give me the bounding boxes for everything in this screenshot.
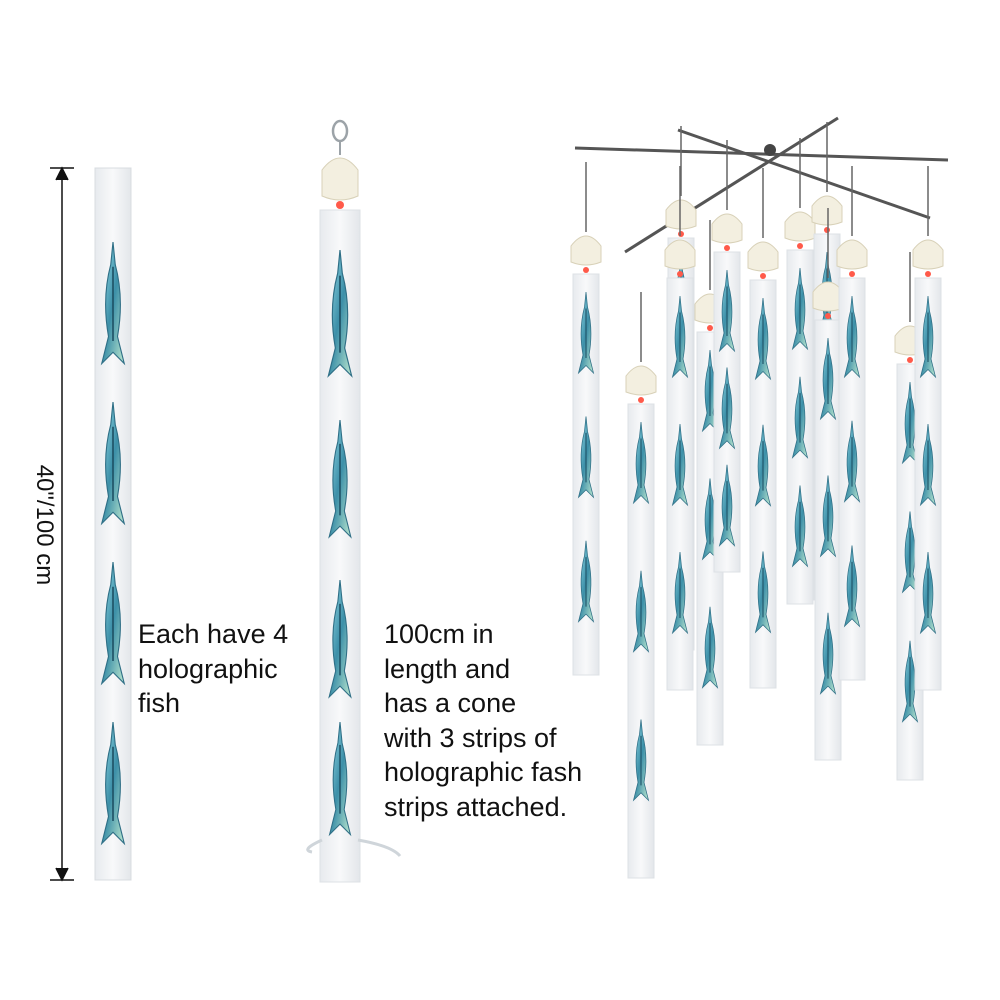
- umbrella-rig-icon: [570, 116, 949, 879]
- dimension-label-text: 40"/100 cm: [30, 458, 58, 592]
- cone-lure-caption: 100cm in length and has a cone with 3 st…: [384, 619, 583, 822]
- cone-icon: [321, 157, 359, 201]
- single-strip-caption: Each have 4 holographic fish: [138, 619, 289, 718]
- single-strip: [94, 167, 132, 881]
- cone-lure: [306, 119, 402, 883]
- dimension-arrow-icon: [50, 166, 74, 882]
